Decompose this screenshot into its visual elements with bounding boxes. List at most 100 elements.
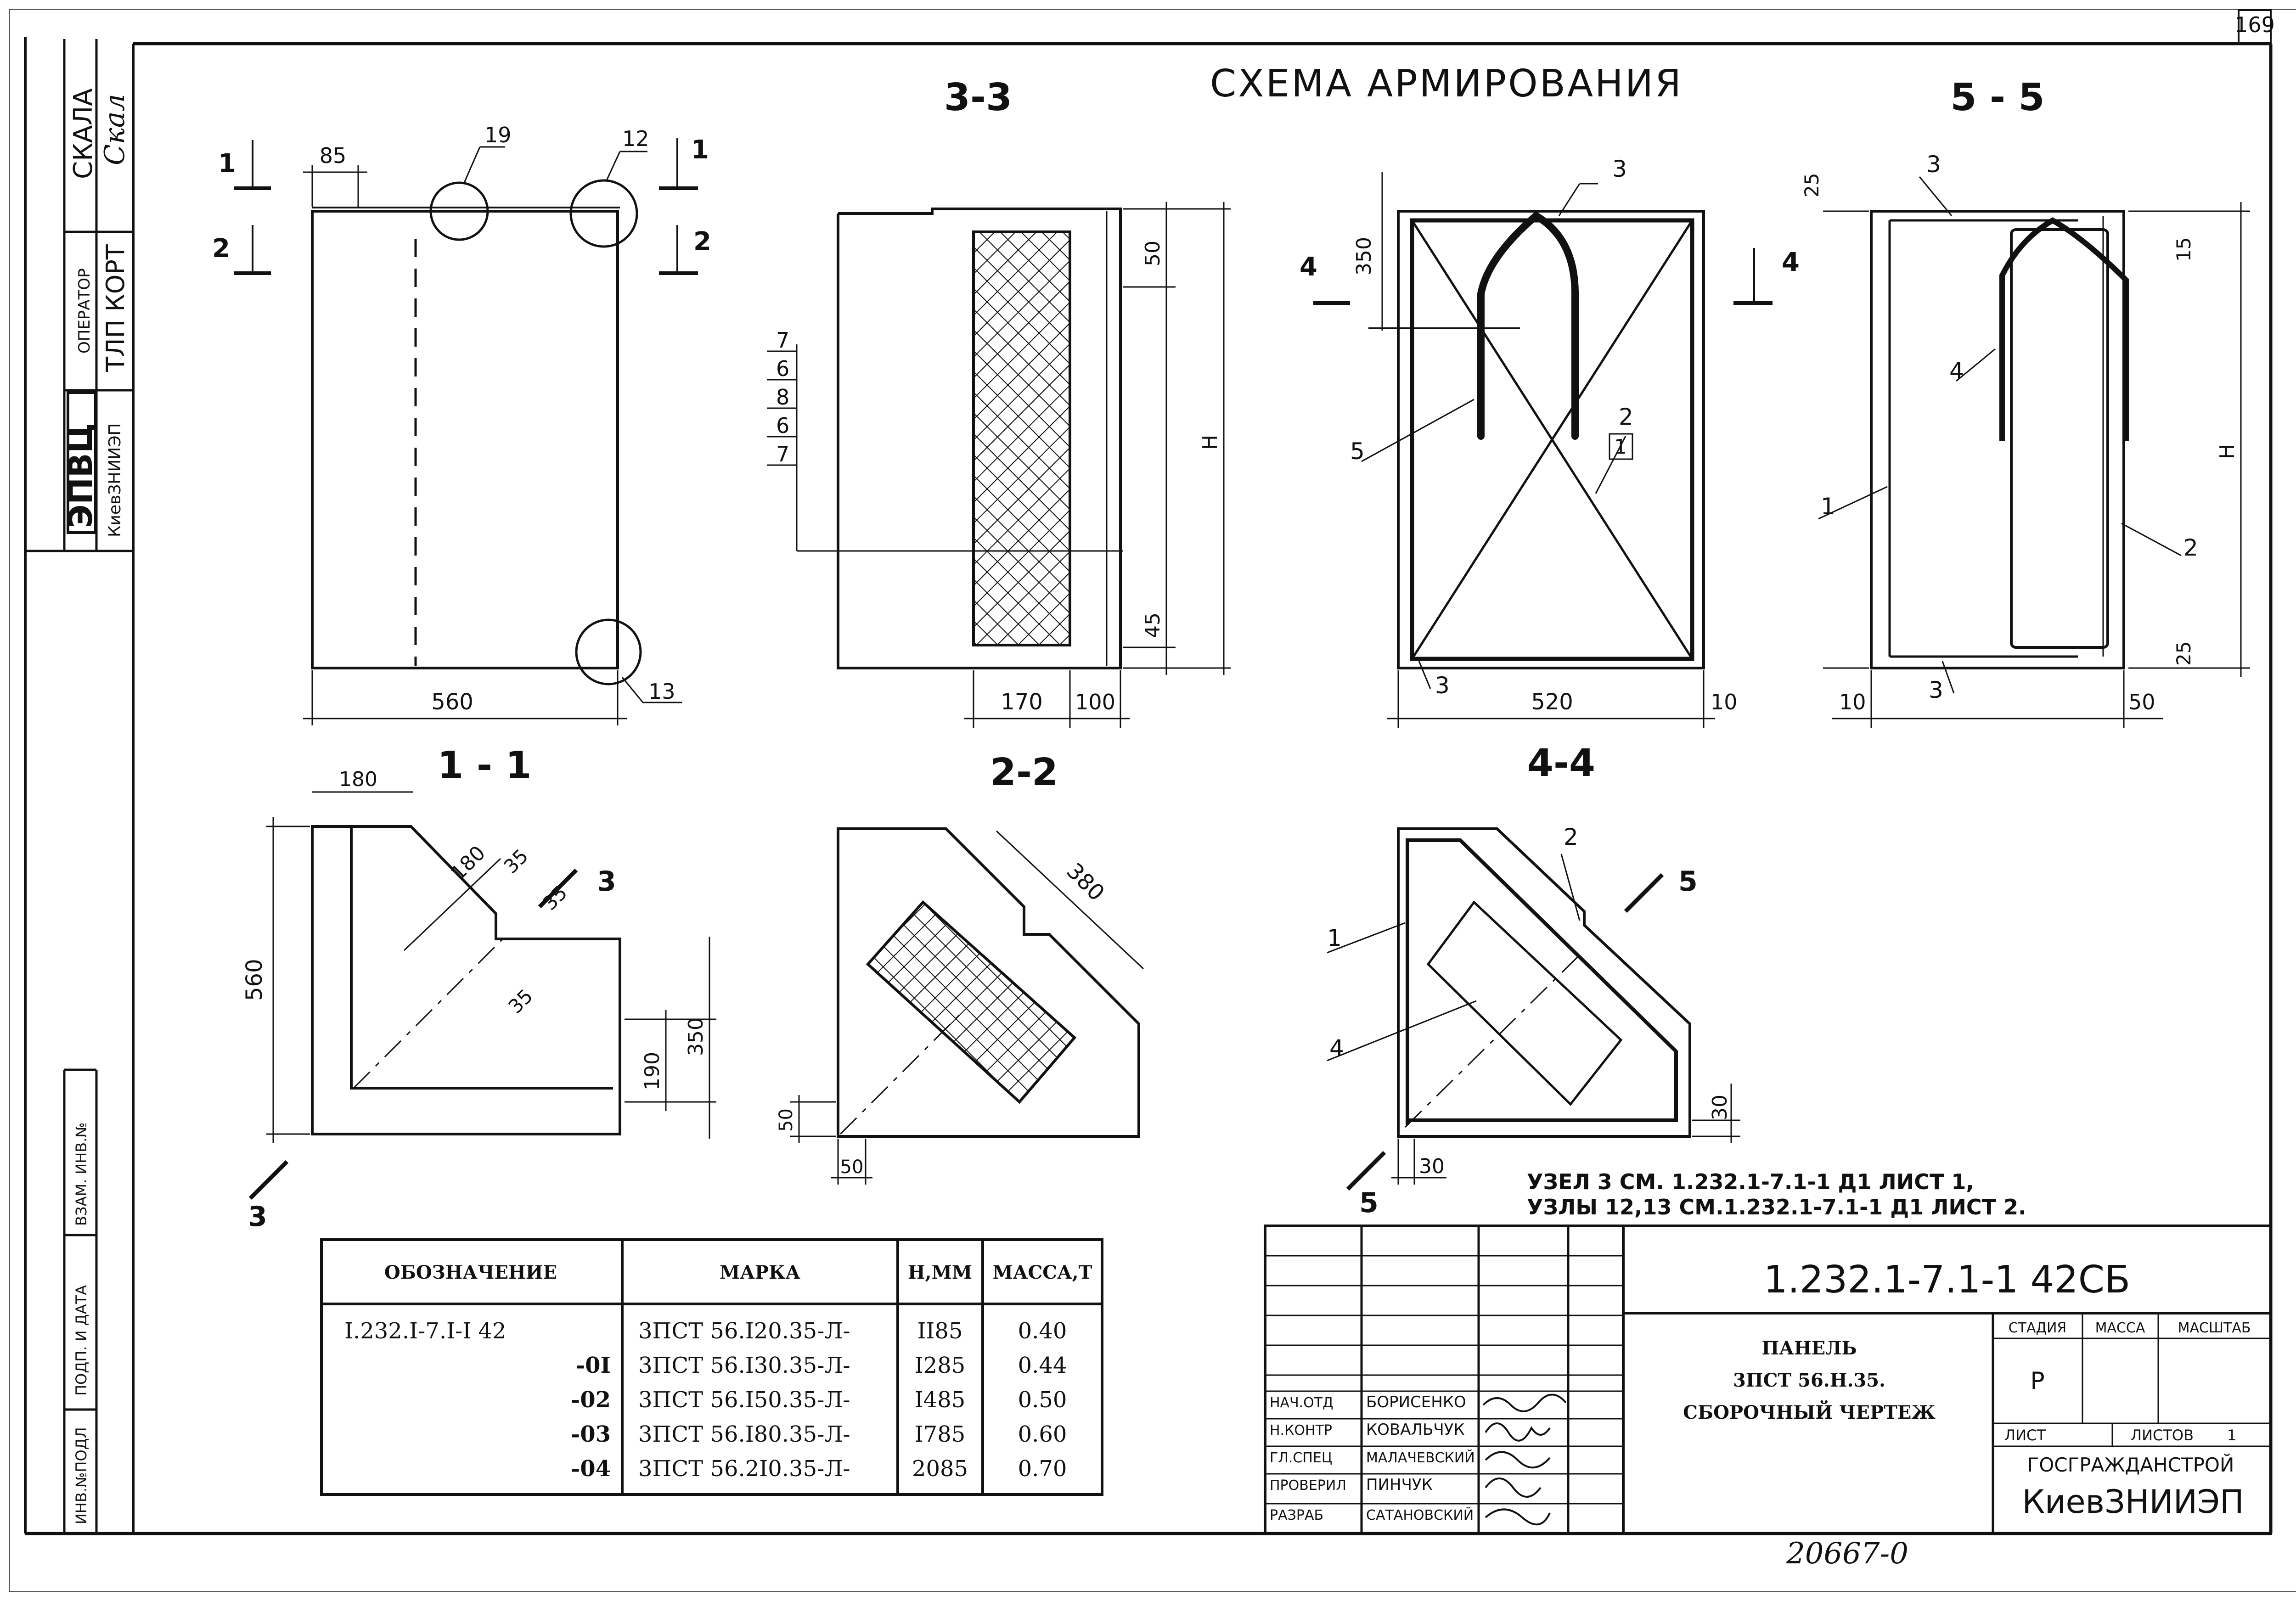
s11-dim-190: 190 <box>641 1052 664 1090</box>
s55-label-3-bottom: 3 <box>1929 677 1943 703</box>
s11-dim-560: 560 <box>242 959 267 1001</box>
main-title: СХЕМА АРМИРОВАНИЯ <box>1210 62 1683 106</box>
front-dim-85: 85 <box>320 143 347 168</box>
table-row-2-mass: 0.44 <box>1018 1353 1067 1378</box>
s55-dim-10: 10 <box>1839 690 1866 714</box>
s44-label-3-top: 3 <box>1612 156 1627 182</box>
stamp-scale-value: Скал <box>99 94 131 165</box>
table-row-5-designation: -04 <box>571 1456 611 1482</box>
table-row-3-mark: 3ПСТ 56.I50.35-Л- <box>638 1387 850 1413</box>
doc-name-line-2: 3ПСТ 56.Н.35. <box>1733 1370 1885 1391</box>
role-5-name: САТАНОВСКИЙ <box>1366 1507 1474 1523</box>
s44-label-3-bottom: 3 <box>1435 672 1450 699</box>
doc-name-line-3: СБОРОЧНЫЙ ЧЕРТЕЖ <box>1683 1400 1936 1423</box>
table-header-height: Н,ММ <box>908 1262 972 1283</box>
table-row-1-mass: 0.40 <box>1018 1318 1067 1344</box>
org-line-1: ГОСГРАЖДАНСТРОЙ <box>2027 1453 2234 1476</box>
role-5: РАЗРАБ <box>1270 1507 1323 1523</box>
s33-mark-3: 8 <box>776 385 789 410</box>
s44b-label-4: 4 <box>1329 1035 1344 1062</box>
sign-date-label: ПОДП. И ДАТА <box>73 1285 90 1396</box>
table-row-4-mark: 3ПСТ 56.I80.35-Л- <box>638 1421 850 1447</box>
s55-label-2: 2 <box>2183 534 2198 561</box>
s44b-cut-5-top: 5 <box>1678 865 1698 898</box>
s55-label-1: 1 <box>1821 493 1835 520</box>
section-rebar-front: 350 4 4 3 5 2 1 3 520 10 <box>1300 156 1800 728</box>
table-row-1-height: II85 <box>917 1318 963 1344</box>
stamp-scale-label: СКАЛА <box>68 88 98 179</box>
s55-dim-50: 50 <box>2128 690 2155 714</box>
table-row-4-height: I785 <box>915 1421 966 1447</box>
role-3: ГЛ.СПЕЦ <box>1270 1450 1332 1466</box>
section-3-3: 3-3 50 Н 45 170 100 7 6 8 6 7 <box>767 76 1231 728</box>
stamp-org-sub: КиевЗНИИЭП <box>106 423 124 537</box>
role-3-name: МАЛАЧЕВСКИЙ <box>1366 1449 1475 1466</box>
sheets-value: 1 <box>2227 1427 2236 1444</box>
left-admin-columns: ВЗАМ. ИНВ.№ ПОДП. И ДАТА ИНВ.№ПОДЛ <box>63 1068 98 1534</box>
s11-dim-180-top: 180 <box>339 768 377 791</box>
role-2-name: КОВАЛЬЧУК <box>1366 1421 1465 1439</box>
s55-dim-25-bottom: 25 <box>2172 641 2195 666</box>
stage-label: СТАДИЯ <box>2009 1320 2067 1336</box>
table-header-mass: МАССА,Т <box>993 1262 1092 1283</box>
s33-dim-H: Н <box>1199 435 1222 450</box>
table-row-4-mass: 0.60 <box>1018 1421 1067 1447</box>
s33-mark-5: 7 <box>776 442 789 466</box>
cut-1-right: 1 <box>691 135 709 165</box>
s11-dim-35-a: 35 <box>499 845 532 878</box>
s44b-dim-30-horizontal: 30 <box>1419 1155 1445 1178</box>
swap-inv-label: ВЗАМ. ИНВ.№ <box>73 1122 90 1226</box>
table-row-3-mass: 0.50 <box>1018 1387 1067 1413</box>
table-row-5-mark: 3ПСТ 56.2I0.35-Л- <box>638 1456 850 1482</box>
s44-label-2: 2 <box>1619 404 1633 430</box>
stamp-operator-value: ТЛП КОРТ <box>101 244 130 372</box>
s44-label-1: 1 <box>1614 435 1627 459</box>
sheets-label: ЛИСТОВ <box>2131 1427 2194 1444</box>
bottom-number: 20667-0 <box>1786 1537 1908 1571</box>
table-row-3-designation: -02 <box>571 1387 611 1413</box>
front-dim-560: 560 <box>431 689 473 715</box>
s44-dim-520: 520 <box>1531 689 1573 715</box>
node-13: 13 <box>648 679 675 704</box>
note-line-1: УЗЕЛ 3 СМ. 1.232.1-7.1-1 Д1 ЛИСТ 1, <box>1527 1169 1974 1194</box>
s44b-cut-5-bottom: 5 <box>1359 1187 1379 1219</box>
role-4: ПРОВЕРИЛ <box>1270 1477 1346 1494</box>
section-5-5: 5 - 5 25 15 Н 25 3 4 1 2 3 10 50 <box>1801 76 2250 728</box>
section-4-4: 4-4 2 1 4 5 5 30 30 <box>1327 742 1740 1219</box>
table-row-2-height: I285 <box>915 1353 966 1378</box>
s33-mark-1: 7 <box>776 328 789 353</box>
sheet-number: 169 <box>2234 12 2275 37</box>
note-line-2: УЗЛЫ 12,13 СМ.1.232.1-7.1-1 Д1 ЛИСТ 2. <box>1527 1195 2026 1219</box>
s11-dim-35-c: 35 <box>504 985 537 1018</box>
s33-dim-45: 45 <box>1141 612 1165 638</box>
table-header-mark: МАРКА <box>720 1262 800 1283</box>
section-2-2-title: 2-2 <box>990 751 1058 794</box>
s55-dim-25-top: 25 <box>1801 173 1823 197</box>
s44-label-5: 5 <box>1350 438 1365 465</box>
role-1-name: БОРИСЕНКО <box>1366 1393 1466 1411</box>
table-row-4-designation: -03 <box>571 1421 611 1447</box>
org-line-2: КиевЗНИИЭП <box>2022 1483 2244 1521</box>
doc-code: 1.232.1-7.1-1 42СБ <box>1764 1258 2131 1302</box>
s11-dim-35-b: 35 <box>538 882 571 915</box>
table-row-3-height: I485 <box>915 1387 966 1413</box>
front-view: 85 560 1 1 2 2 19 12 13 <box>212 123 711 725</box>
stage-value: Р <box>2030 1367 2044 1395</box>
s44-dim-10: 10 <box>1711 690 1738 714</box>
s11-cut-3-bottom: 3 <box>248 1201 267 1233</box>
title-block: 1.232.1-7.1-1 42СБ ПАНЕЛЬ 3ПСТ 56.Н.35. … <box>1264 1225 2272 1535</box>
section-2-2: 2-2 380 50 50 <box>776 751 1144 1185</box>
node-12: 12 <box>622 126 649 151</box>
s55-label-4: 4 <box>1949 358 1964 384</box>
table-row-2-designation: -0I <box>576 1353 611 1378</box>
mass-label: МАССА <box>2095 1320 2145 1336</box>
left-stamp: СКАЛА Скал ОПЕРАТОР ТЛП КОРТ ЭПВЦ КиевЗН… <box>25 39 133 552</box>
stamp-org-name: ЭПВЦ <box>62 423 100 528</box>
spec-table: ОБОЗНАЧЕНИЕ МАРКА Н,ММ МАССА,Т I.232.I-7… <box>320 1238 1103 1496</box>
cut-1-left: 1 <box>218 149 236 179</box>
role-1: НАЧ.ОТД <box>1270 1395 1334 1411</box>
table-row-1-mark: 3ПСТ 56.I20.35-Л- <box>638 1318 850 1344</box>
table-row-1-designation: I.232.I-7.I-I 42 <box>344 1318 506 1344</box>
section-3-3-title: 3-3 <box>944 76 1012 119</box>
